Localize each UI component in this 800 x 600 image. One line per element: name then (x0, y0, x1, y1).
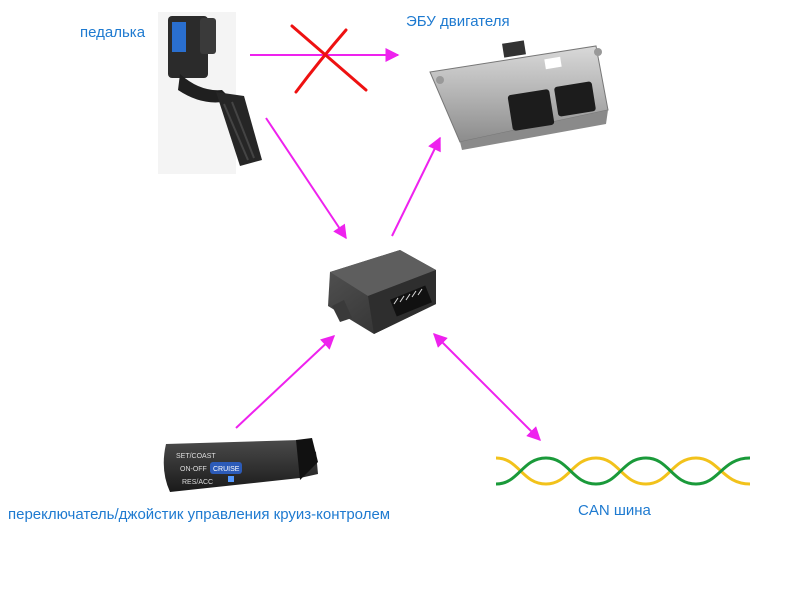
blocked-connection-cross (292, 26, 366, 92)
arrow-module-to-ecu (392, 138, 440, 236)
pedal-label: педалька (80, 24, 145, 41)
can-bus-label: CAN шина (578, 502, 651, 519)
switch-on-off-text: ON-OFF (180, 466, 207, 473)
cruise-switch-label: переключатель/джойстик управления круиз-… (8, 506, 390, 523)
switch-res-acc-text: RES/ACC (182, 479, 213, 486)
ecu-label: ЭБУ двигателя (406, 13, 510, 30)
accelerator-pedal-image (158, 12, 262, 174)
cruise-control-module-image (328, 250, 436, 334)
cruise-switch-image: SET/COAST ON-OFF CRUISE RES/ACC (164, 438, 318, 492)
arrow-pedal-to-module (266, 118, 346, 238)
arrow-switch-to-module (236, 336, 334, 428)
engine-ecu-image (430, 40, 608, 150)
can-bus-wires (496, 458, 750, 484)
arrow-module-can-bidirectional (434, 334, 540, 440)
switch-set-coast-text: SET/COAST (176, 453, 216, 460)
switch-cruise-text: CRUISE (213, 466, 240, 473)
